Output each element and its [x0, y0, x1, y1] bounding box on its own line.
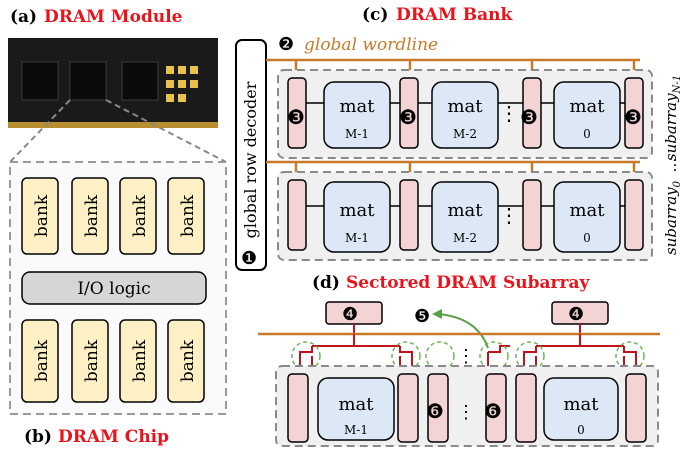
global-wordline-label: global wordline [304, 35, 438, 55]
mat-index: M-1 [344, 423, 368, 437]
subarray-labels: subarrayN-1 … subarray0 [662, 75, 683, 255]
sector-dots: ⋮ [457, 346, 475, 367]
panel-c-label: (c) [362, 5, 388, 25]
chip-bank-row-top: bank bank bank bank [21, 177, 205, 255]
dram-module-photo [8, 38, 218, 128]
subarray-top-sub: N-1 [672, 75, 683, 95]
global-row-decoder-label: global row decoder [241, 81, 260, 238]
io-logic-box [21, 271, 207, 305]
sector-transistors [299, 345, 637, 372]
bank-label: bank [130, 194, 150, 237]
subarray-n-1-contents: mat M-1 mat M-2 ⋮ mat 0 ❸ ❸ ❸ ❸ [287, 77, 644, 149]
chip-bank-row-bottom: bank bank bank bank [21, 319, 205, 403]
panel-a-title: DRAM Module [44, 7, 183, 27]
mat-index: M-1 [345, 127, 369, 141]
global-row-decoder [235, 39, 267, 271]
mat-label: mat [569, 96, 605, 117]
bank-label: bank [82, 194, 102, 237]
mat-label: mat [339, 200, 375, 221]
panel-d-title: Sectored DRAM Subarray [346, 273, 590, 293]
svg-text:subarrayN-1: subarrayN-1 [662, 75, 683, 161]
mat-index: M-2 [453, 127, 477, 141]
mat-index: 0 [577, 423, 585, 437]
mat-label: mat [447, 96, 483, 117]
marker-6: ❻ [426, 399, 444, 423]
mat-dots: ⋮ [499, 203, 519, 227]
marker-3: ❸ [624, 105, 642, 129]
bank-label: bank [32, 194, 52, 237]
mat-label: mat [338, 394, 374, 415]
bank-label: bank [130, 339, 150, 382]
mat-label: mat [339, 96, 375, 117]
subarray-dots: … [662, 158, 680, 173]
panel-d-label: (d) [312, 273, 340, 293]
mat-index: 0 [583, 231, 591, 245]
subarray-bottom-label: subarray [662, 187, 680, 255]
sector-arrow [437, 313, 489, 349]
bank-label: bank [178, 339, 198, 382]
marker-1: ❶ [241, 248, 257, 269]
marker-4: ❹ [568, 304, 584, 325]
mat-dots: ⋮ [499, 101, 519, 125]
panel-c-title: DRAM Bank [396, 5, 514, 25]
panel-a-label: (a) [10, 7, 37, 27]
subarray-top-label: subarray [662, 93, 680, 161]
marker-4: ❹ [342, 304, 358, 325]
mat-index: M-1 [345, 231, 369, 245]
mat-label: mat [563, 394, 599, 415]
marker-3: ❸ [399, 105, 417, 129]
bank-label: bank [32, 339, 52, 382]
bank-label: bank [82, 339, 102, 382]
zoom-line-left [9, 99, 71, 163]
sector-arrow-head [432, 309, 442, 319]
mat-dots: ⋮ [457, 402, 475, 423]
svg-text:subarray0: subarray0 [662, 180, 683, 255]
subarray-bottom-sub: 0 [672, 180, 683, 187]
subarray-0-contents: mat M-1 mat M-2 ⋮ mat 0 [287, 179, 644, 253]
marker-3: ❸ [287, 105, 305, 129]
io-logic-label: I/O logic [77, 279, 150, 299]
mat-label: mat [447, 200, 483, 221]
panel-b-title: DRAM Chip [58, 427, 169, 447]
mat-label: mat [569, 200, 605, 221]
mat-index: 0 [583, 127, 591, 141]
mat-index: M-2 [453, 231, 477, 245]
sector-latches: ❹ ❹ [325, 301, 609, 325]
marker-3: ❸ [520, 105, 538, 129]
bank-label: bank [178, 194, 198, 237]
zoom-line-right [105, 99, 227, 163]
sectored-subarray-contents: mat M-1 ❻ ⋮ ❻ mat 0 [287, 373, 647, 443]
marker-2: ❷ [278, 34, 294, 55]
panel-b-label: (b) [24, 427, 52, 447]
marker-6: ❻ [484, 399, 502, 423]
marker-5: ❺ [414, 306, 430, 327]
sector-wiring [258, 324, 660, 347]
